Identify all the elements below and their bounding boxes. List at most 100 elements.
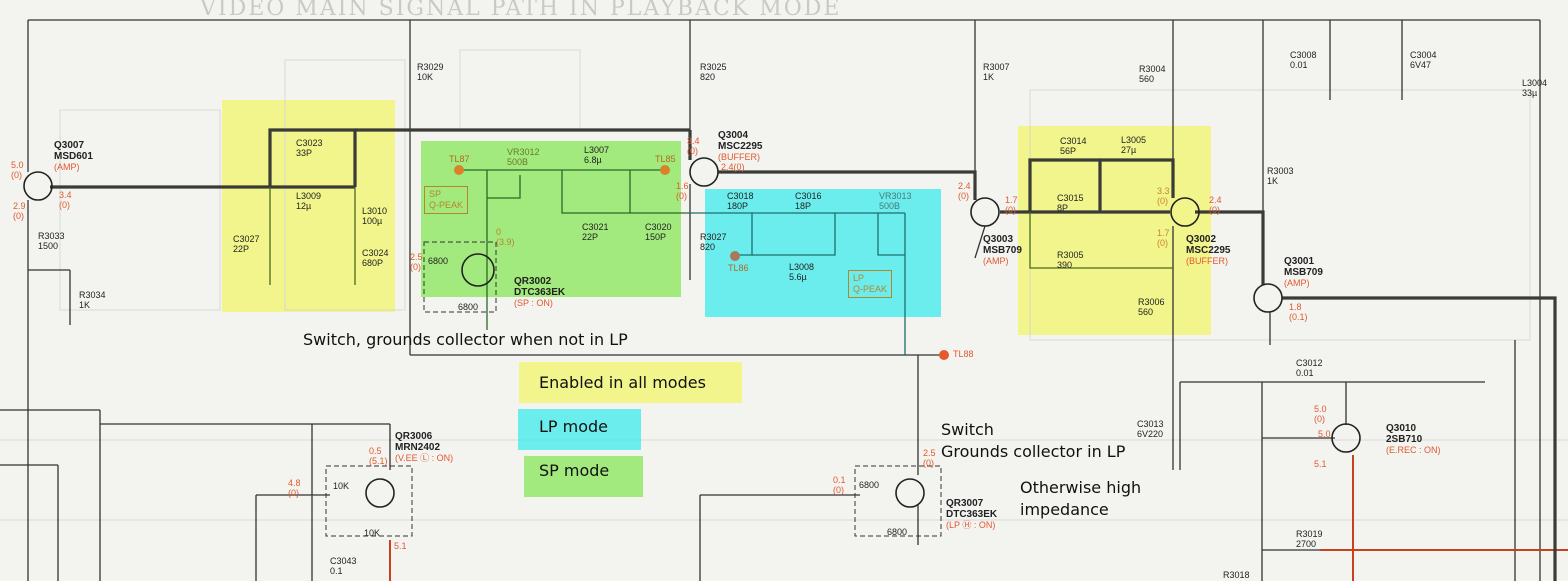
q-peak-label: Q-PEAK	[853, 284, 888, 294]
legend-all-modes-label: Enabled in all modes	[539, 373, 706, 392]
qr3007-be-resistor: 6800	[887, 527, 908, 537]
q3003-symbol	[970, 197, 1000, 227]
voltage-qr3002-collector: 0(3.9)	[496, 227, 515, 247]
voltage-q3004-emitter: 2.4(0)	[721, 162, 745, 172]
tl86-dot	[730, 251, 740, 261]
q-peak-label: Q-PEAK	[429, 200, 464, 210]
annotation-lp-switch-4: impedance	[1020, 500, 1109, 519]
q3001-symbol	[1253, 283, 1283, 313]
highlight-sp-mode-filter	[421, 141, 681, 297]
qr3002-input-resistor: 6800	[428, 256, 449, 266]
voltage-q3004-base: 1.6(0)	[676, 181, 689, 201]
voltage-qr3006-emitter: 5.1	[394, 541, 407, 551]
annotation-lp-switch-1: Switch	[941, 420, 994, 439]
voltage-q3001-emitter: 1.8(0.1)	[1289, 302, 1308, 322]
annotation-lp-switch-2: Grounds collector in LP	[941, 442, 1126, 461]
q3004-symbol	[689, 157, 719, 187]
lp-label: LP	[853, 273, 865, 283]
legend-all-modes	[519, 362, 742, 403]
q3010-symbol	[1331, 423, 1361, 453]
voltage-q3002-collector: 3.3(0)	[1157, 186, 1170, 206]
qr3002-be-resistor: 6800	[458, 302, 479, 312]
legend-lp-mode	[518, 409, 641, 450]
test-point-tl87: TL87	[449, 154, 470, 164]
q3002-symbol	[1170, 197, 1200, 227]
voltage-qr3006-input: 4.8(0)	[288, 478, 301, 498]
legend-lp-mode-label: LP mode	[539, 417, 609, 436]
voltage-q3003-emitter: 1.7(0)	[1005, 195, 1018, 215]
legend-sp-mode	[524, 456, 643, 497]
qr3006-be-resistor: 10K	[364, 528, 381, 538]
voltage-q3010-emitter: 5.1	[1314, 459, 1327, 469]
voltage-qr3007-input: 0.1(0)	[833, 475, 846, 495]
voltage-q3007-emitter: 2.9(0)	[13, 201, 26, 221]
voltage-q3007-collector: 5.0(0)	[11, 160, 24, 180]
q3007-symbol	[23, 171, 53, 201]
voltage-q3007-base: 3.4(0)	[59, 190, 72, 210]
qr3007-input-resistor: 6800	[859, 480, 880, 490]
tl87-dot	[454, 165, 464, 175]
voltage-qr3007-collector: 2.5(0)	[923, 448, 936, 468]
annotation-lp-switch-3: Otherwise high	[1020, 478, 1142, 497]
legend-sp-mode-label: SP mode	[539, 461, 610, 480]
qr3006-input-resistor: 10K	[333, 481, 350, 491]
test-point-tl86: TL86	[728, 263, 749, 273]
voltage-q3002-emitter: 2.4(0)	[1209, 195, 1222, 215]
component-r3018: R3018	[1223, 570, 1250, 580]
tl85-dot	[660, 165, 670, 175]
highlight-all-modes-input-filter	[222, 100, 395, 312]
tl88-dot	[939, 350, 949, 360]
annotation-sp-switch: Switch, grounds collector when not in LP	[303, 330, 628, 349]
voltage-q3003-base: 2.4(0)	[958, 181, 971, 201]
qr3006-symbol	[365, 478, 395, 508]
test-point-tl88: TL88	[953, 349, 974, 359]
voltage-q3002-base: 1.7(0)	[1157, 228, 1170, 248]
highlight-lp-mode-filter	[705, 189, 941, 317]
voltage-q3010-collector: 5.0(0)	[1314, 404, 1327, 424]
sp-label: SP	[429, 189, 442, 199]
voltage-qr3006-collector: 0.5(5.1)	[369, 446, 388, 466]
voltage-q3010-base: 5.0	[1318, 429, 1331, 439]
test-point-tl85: TL85	[655, 154, 676, 164]
